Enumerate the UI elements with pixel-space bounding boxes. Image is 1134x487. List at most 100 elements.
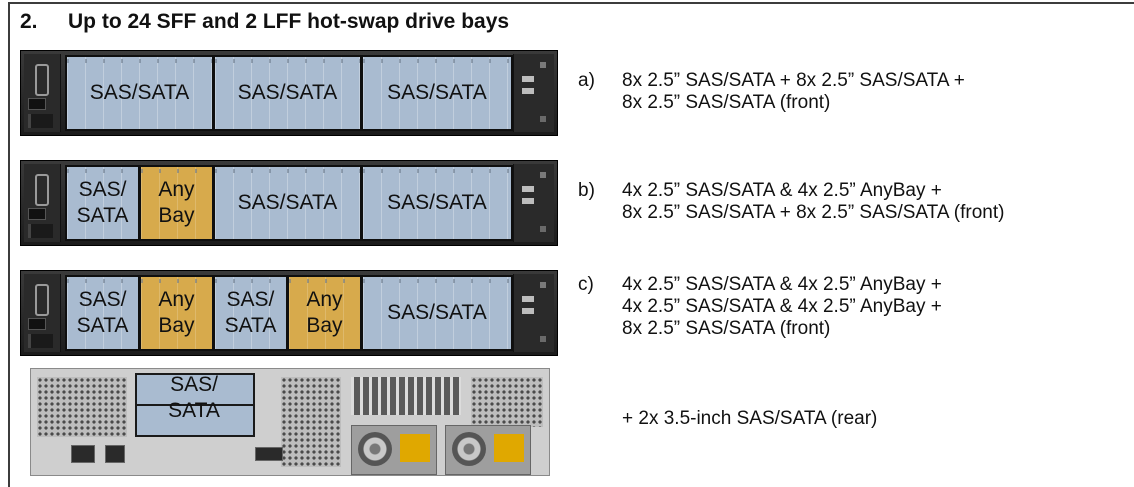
bay-number-strip	[140, 279, 212, 283]
server-front-config-c: SAS/ SATA Any Bay SAS/ SATA Any Bay SAS/SATA	[20, 270, 558, 356]
bay-number-strip	[362, 169, 511, 173]
drive-segment-label: Any Bay	[158, 287, 195, 337]
heading-number: 2.	[20, 10, 38, 33]
sas-sata-drive-segment: SAS/SATA	[214, 167, 363, 239]
left-rack-ear	[24, 164, 61, 242]
usb-port-icon	[105, 445, 125, 463]
server-front-config-a: SAS/SATA SAS/SATA SAS/SATA	[20, 50, 558, 136]
sas-sata-drive-segment: SAS/ SATA	[214, 277, 289, 349]
figure-heading: 2. Up to 24 SFF and 2 LFF hot-swap drive …	[20, 10, 509, 34]
brand-badge-icon	[28, 114, 53, 128]
sas-sata-drive-segment: SAS/SATA	[362, 167, 511, 239]
left-rack-ear	[24, 274, 61, 352]
drive-segment-label: SAS/ SATA	[76, 287, 129, 337]
psu-handle-icon	[494, 434, 524, 462]
rear-description-text: + 2x 3.5-inch SAS/SATA (rear)	[622, 408, 878, 429]
anybay-drive-segment: Any Bay	[140, 167, 215, 239]
vent-mesh	[37, 377, 127, 437]
config-line: 8x 2.5” SAS/SATA + 8x 2.5” SAS/SATA (fro…	[622, 202, 1005, 223]
vga-port-icon	[35, 284, 49, 316]
drive-bay-group: SAS/ SATA Any Bay SAS/ SATA Any Bay SAS/SATA	[65, 275, 513, 351]
right-rack-ear	[513, 274, 554, 352]
drive-segment-label: SAS/SATA	[387, 190, 487, 214]
sas-sata-drive-segment: SAS/SATA	[67, 57, 215, 129]
pull-tab-icon	[28, 98, 46, 110]
rear-bay-label: SAS/ SATA	[168, 373, 220, 422]
drive-bay-group: SAS/SATA SAS/SATA SAS/SATA	[65, 55, 513, 131]
id-led-icon	[540, 336, 546, 342]
config-letter: a)	[578, 70, 595, 91]
usb-port-icon	[522, 308, 534, 314]
config-letter: c)	[578, 274, 594, 295]
id-led-icon	[540, 226, 546, 232]
vent-mesh	[471, 377, 543, 427]
bay-number-strip	[67, 59, 212, 63]
config-letter: b)	[578, 180, 595, 201]
bay-number-strip	[362, 279, 511, 283]
usb-port-icon	[522, 186, 534, 192]
fan-icon	[452, 432, 486, 466]
brand-badge-icon	[28, 334, 53, 348]
bay-number-strip	[362, 59, 511, 63]
left-rack-ear	[24, 54, 61, 132]
power-supply	[351, 425, 437, 475]
server-front-config-b: SAS/ SATA Any Bay SAS/SATA SAS/SATA	[20, 160, 558, 246]
ethernet-port-icon	[71, 445, 95, 463]
rear-drive-bay	[137, 406, 253, 435]
sas-sata-drive-segment: SAS/ SATA	[67, 277, 141, 349]
sas-sata-drive-segment: SAS/SATA	[362, 57, 511, 129]
drive-segment-label: SAS/SATA	[237, 190, 338, 214]
id-led-icon	[540, 116, 546, 122]
bay-number-strip	[214, 169, 360, 173]
anybay-drive-segment: Any Bay	[140, 277, 215, 349]
power-supply	[445, 425, 531, 475]
drive-segment-label: SAS/SATA	[387, 80, 487, 104]
drive-segment-label: SAS/SATA	[237, 80, 338, 104]
bay-number-strip	[214, 59, 360, 63]
usb-port-icon	[522, 76, 534, 82]
bay-number-strip	[67, 279, 138, 283]
sas-sata-drive-segment: SAS/SATA	[214, 57, 363, 129]
sas-sata-drive-segment: SAS/SATA	[362, 277, 511, 349]
vent-mesh	[281, 377, 341, 467]
drive-segment-label: Any Bay	[158, 177, 195, 227]
config-line: 4x 2.5” SAS/SATA & 4x 2.5” AnyBay +	[622, 274, 942, 295]
drive-segment-label: Any Bay	[306, 287, 343, 337]
config-line: 8x 2.5” SAS/SATA + 8x 2.5” SAS/SATA +	[622, 70, 965, 91]
figure-frame	[8, 2, 1134, 487]
brand-badge-icon	[28, 224, 53, 238]
vga-port-icon	[35, 174, 49, 206]
bay-number-strip	[288, 279, 360, 283]
pull-tab-icon	[28, 318, 46, 330]
drive-bay-group: SAS/ SATA Any Bay SAS/SATA SAS/SATA	[65, 165, 513, 241]
usb-port-icon	[522, 198, 534, 204]
drive-segment-label: SAS/SATA	[89, 80, 190, 104]
drive-segment-label: SAS/ SATA	[224, 287, 277, 337]
config-line: 4x 2.5” SAS/SATA & 4x 2.5” AnyBay +	[622, 296, 942, 317]
usb-port-icon	[522, 296, 534, 302]
vga-port-icon	[255, 447, 283, 461]
rear-drive-cage	[135, 373, 255, 437]
config-line: 8x 2.5” SAS/SATA (front)	[622, 92, 831, 113]
heading-title: Up to 24 SFF and 2 LFF hot-swap drive ba…	[68, 10, 510, 33]
power-led-icon	[540, 172, 546, 178]
bay-number-strip	[67, 169, 138, 173]
pull-tab-icon	[28, 208, 46, 220]
bay-number-strip	[140, 169, 212, 173]
power-led-icon	[540, 282, 546, 288]
power-led-icon	[540, 62, 546, 68]
bay-number-strip	[214, 279, 286, 283]
pcie-slot-grille	[351, 377, 461, 415]
anybay-drive-segment: Any Bay	[288, 277, 363, 349]
vga-port-icon	[35, 64, 49, 96]
right-rack-ear	[513, 164, 554, 242]
config-line: 4x 2.5” SAS/SATA & 4x 2.5” AnyBay +	[622, 180, 942, 201]
config-line: 8x 2.5” SAS/SATA (front)	[622, 318, 831, 339]
server-rear-view	[30, 368, 550, 476]
usb-port-icon	[522, 88, 534, 94]
right-rack-ear	[513, 54, 554, 132]
sas-sata-drive-segment: SAS/ SATA	[67, 167, 141, 239]
drive-segment-label: SAS/ SATA	[76, 177, 129, 227]
drive-segment-label: SAS/SATA	[387, 300, 487, 324]
fan-icon	[358, 432, 392, 466]
